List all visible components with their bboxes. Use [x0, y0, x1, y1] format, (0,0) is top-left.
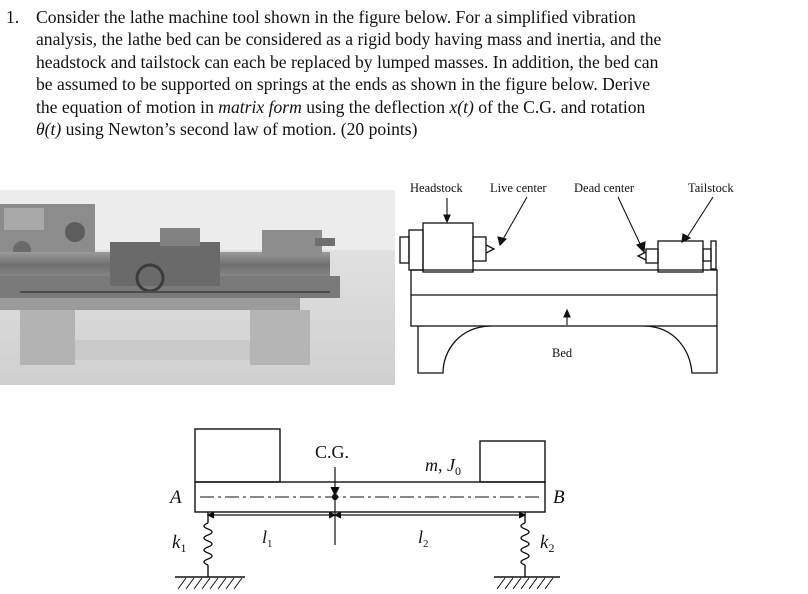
- label-l1: l1: [262, 527, 273, 550]
- problem-statement: 1. Consider the lathe machine tool shown…: [6, 6, 776, 140]
- problem-line: analysis, the lathe bed can be considere…: [36, 28, 806, 50]
- problem-text-run: x(t): [449, 96, 474, 117]
- label-a: A: [168, 487, 182, 508]
- problem-text-run: θ(t): [36, 119, 62, 140]
- label-cg: C.G.: [315, 442, 349, 462]
- label-b: B: [553, 487, 565, 508]
- label-bed: Bed: [552, 346, 573, 360]
- problem-text-run: using the deflection: [301, 96, 450, 117]
- spring-mass-model: C.G. m, J0 A B k1 k2 l1 l2: [168, 428, 565, 590]
- label-k1: k1: [172, 532, 186, 555]
- problem-line: the equation of motion in matrix form us…: [36, 96, 806, 118]
- problem-line: θ(t) using Newton’s second law of motion…: [36, 118, 806, 140]
- label-tailstock: Tailstock: [688, 181, 734, 195]
- label-k2: k2: [540, 532, 554, 555]
- problem-line: be assumed to be supported on springs at…: [36, 73, 806, 95]
- problem-text-run: of the C.G. and rotation: [473, 96, 646, 117]
- label-headstock: Headstock: [410, 181, 464, 195]
- problem-line: Consider the lathe machine tool shown in…: [36, 6, 806, 28]
- lathe-photo: [0, 190, 395, 385]
- problem-text-run: the equation of motion in: [36, 96, 219, 117]
- problem-text-run: be assumed to be supported on springs at…: [36, 74, 651, 95]
- problem-text-run: Consider the lathe machine tool shown in…: [36, 7, 636, 27]
- label-l2: l2: [418, 527, 429, 550]
- problem-text-run: matrix form: [218, 96, 302, 117]
- problem-text: Consider the lathe machine tool shown in…: [6, 6, 776, 140]
- problem-text-run: using Newton’s second law of motion. (20…: [61, 119, 418, 140]
- label-mass: m, J0: [425, 455, 461, 478]
- problem-text-run: headstock and tailstock can each be repl…: [36, 51, 659, 72]
- problem-line: headstock and tailstock can each be repl…: [36, 51, 806, 73]
- problem-number: 1.: [6, 7, 20, 27]
- label-dead-center: Dead center: [574, 181, 635, 195]
- problem-text-run: analysis, the lathe bed can be considere…: [36, 29, 662, 50]
- label-live-center: Live center: [490, 181, 547, 195]
- lathe-line-drawing: Headstock Live center Dead center Tailst…: [399, 181, 734, 374]
